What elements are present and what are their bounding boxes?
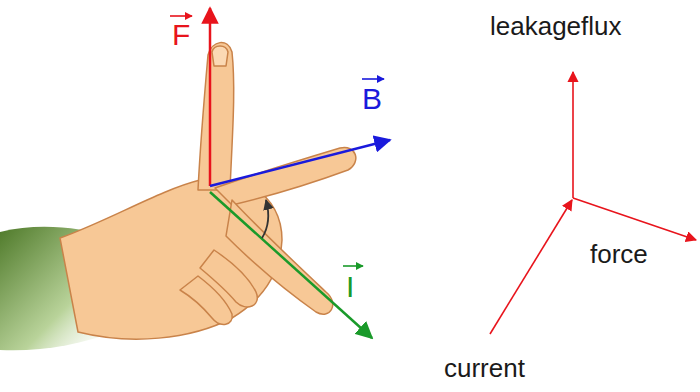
flux-axis [572, 72, 574, 198]
vector-letter: B [362, 82, 382, 115]
vector-overline [362, 78, 384, 80]
vector-overline [343, 265, 363, 267]
axis-label: current [444, 354, 525, 383]
vector-letter: F [172, 18, 190, 51]
current-vector [210, 192, 372, 338]
force-axis [573, 198, 696, 240]
vector-letter: I [346, 270, 354, 303]
axis-label: force [590, 240, 648, 269]
current-axis [490, 200, 572, 334]
field-vector [210, 140, 390, 186]
axis-label: leakageflux [490, 12, 622, 41]
hand [60, 43, 356, 340]
force-vector [209, 8, 212, 186]
vector-overline [170, 15, 192, 17]
rotation-arrow [262, 200, 268, 238]
